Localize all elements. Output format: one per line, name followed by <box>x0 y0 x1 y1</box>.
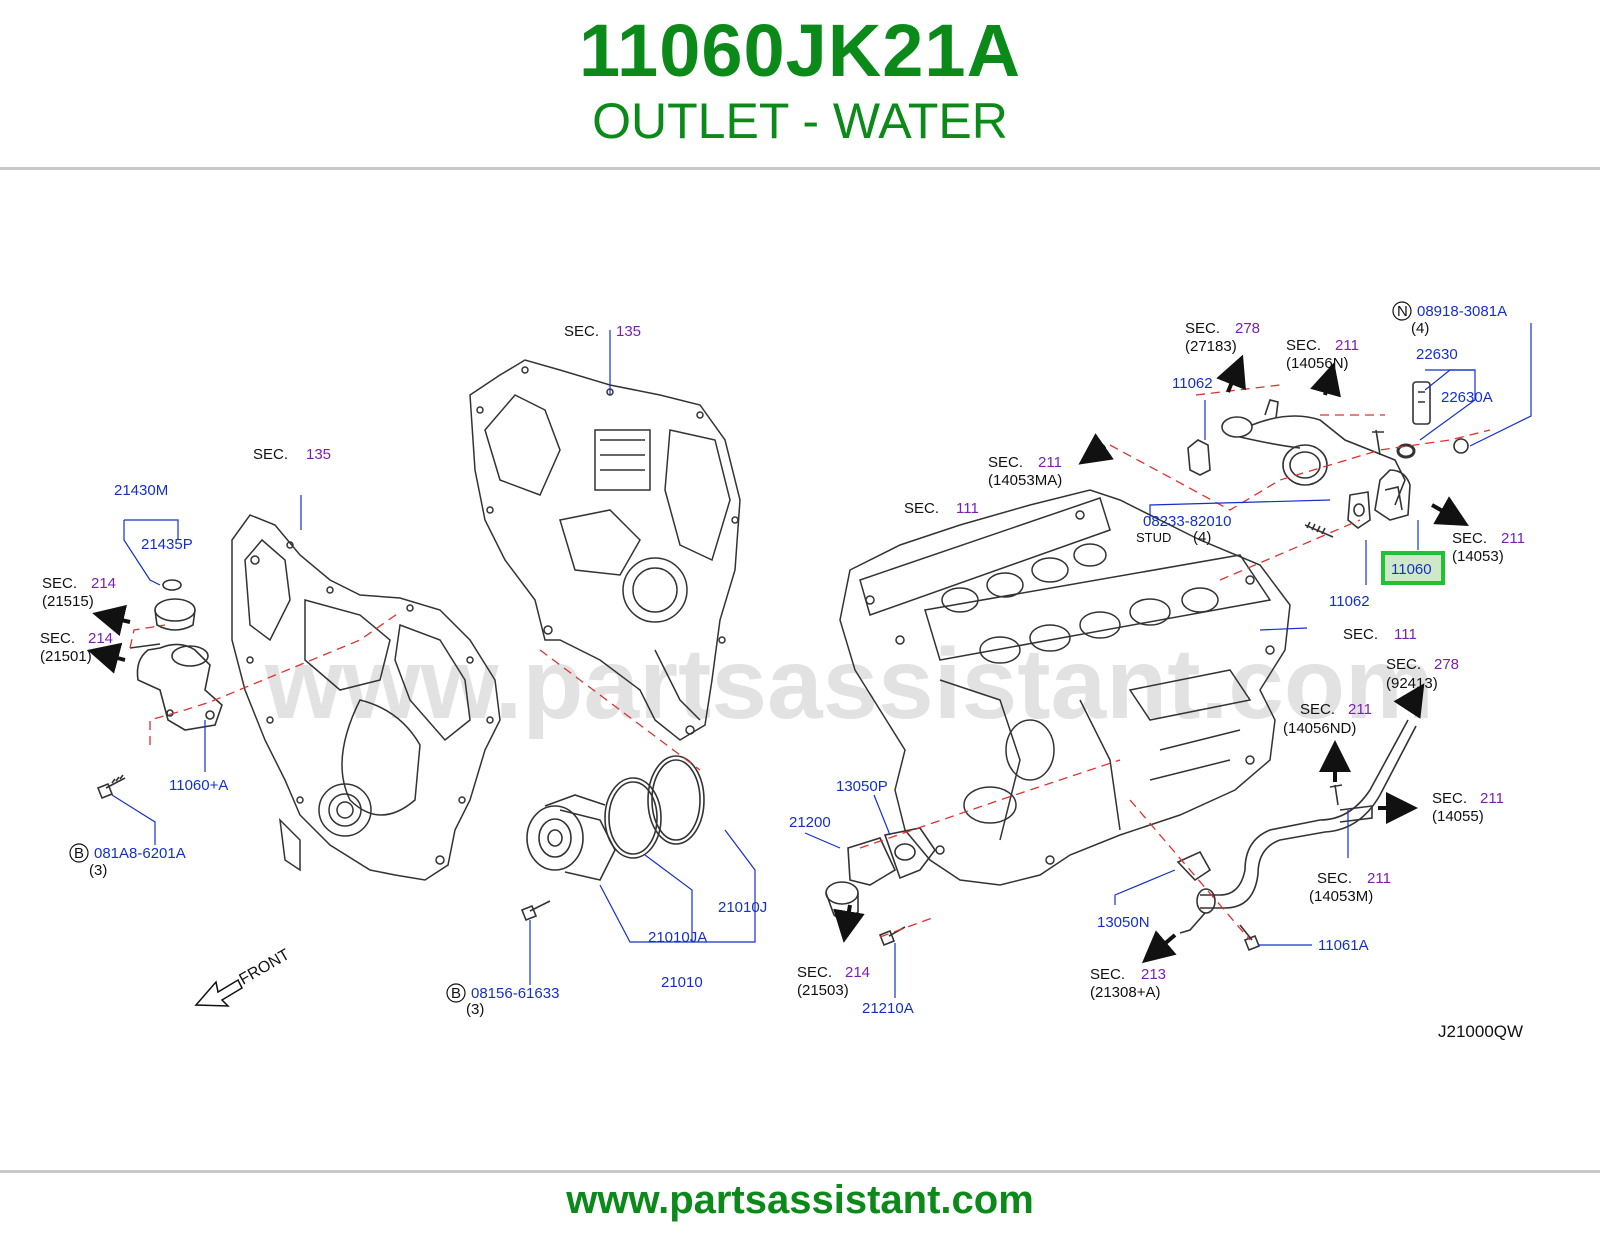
thermostat-housing-drawing <box>96 579 223 800</box>
highlighted-part-box[interactable] <box>1381 551 1445 585</box>
part-description: OUTLET - WATER <box>592 93 1008 149</box>
sec-word: SEC. <box>253 446 288 463</box>
sec-ref: (21308+A) <box>1090 984 1160 1001</box>
water-pump-drawing <box>520 755 705 922</box>
part-21010j-link[interactable]: 21010J <box>718 899 767 916</box>
sec-ref: (92413) <box>1386 675 1438 692</box>
sec-word: SEC. <box>1317 870 1352 887</box>
sec-word: SEC. <box>1185 320 1220 337</box>
sec-word: SEC. <box>797 964 832 981</box>
part-number-title: 11060JK21A <box>578 9 1022 92</box>
sec-word: SEC. <box>1386 656 1421 673</box>
sec-214-21501-link[interactable]: 214 <box>88 630 113 647</box>
sec-278-27183-link[interactable]: 278 <box>1235 320 1260 337</box>
part-13050p-link[interactable]: 13050P <box>836 778 888 795</box>
stud-label: STUD <box>1136 530 1171 545</box>
sec-135-top-link[interactable]: 135 <box>616 323 641 340</box>
sec-214-21503-link[interactable]: 214 <box>845 964 870 981</box>
footer-site-url[interactable]: www.partsassistant.com <box>566 1178 1034 1222</box>
qty-label: (4) <box>1411 320 1429 337</box>
qty-label: (3) <box>466 1001 484 1018</box>
part-22630a-link[interactable]: 22630A <box>1441 389 1493 406</box>
part-13050n-link[interactable]: 13050N <box>1097 914 1150 931</box>
sec-ref: (27183) <box>1185 338 1237 355</box>
part-11061a-link[interactable]: 11061A <box>1318 937 1369 954</box>
sec-word: SEC. <box>564 323 599 340</box>
part-081a8-link[interactable]: 081A8-6201A <box>94 845 186 862</box>
circle-n-marker <box>1392 301 1412 321</box>
sec-111-side-link[interactable]: 111 <box>1394 626 1417 643</box>
water-outlet-drawing <box>1187 381 1469 538</box>
sec-ref: (14056N) <box>1286 355 1349 372</box>
header: 11060JK21A OUTLET - WATER <box>0 0 1600 168</box>
header-divider <box>0 167 1600 170</box>
part-11062-bottom-link[interactable]: 11062 <box>1329 593 1370 610</box>
part-21010-link[interactable]: 21010 <box>661 974 703 991</box>
part-08233-link[interactable]: 08233-82010 <box>1143 513 1231 530</box>
sec-211-14053ma-link[interactable]: 211 <box>1038 454 1062 471</box>
circle-b-marker <box>69 843 89 863</box>
sec-word: SEC. <box>904 500 939 517</box>
sec-111-top-link[interactable]: 111 <box>956 500 979 517</box>
part-21200-link[interactable]: 21200 <box>789 814 831 831</box>
rear-timing-cover-drawing <box>469 359 741 741</box>
sec-211-14053-link[interactable]: 211 <box>1501 530 1525 547</box>
sec-ref: (14053) <box>1452 548 1504 565</box>
sec-211-14056n-link[interactable]: 211 <box>1335 337 1359 354</box>
sec-word: SEC. <box>1300 701 1335 718</box>
part-21010ja-link[interactable]: 21010JA <box>648 929 707 946</box>
sec-ref: (14055) <box>1432 808 1484 825</box>
circle-b-marker <box>446 983 466 1003</box>
water-pipe-drawing <box>1176 719 1417 952</box>
sec-135-left-link[interactable]: 135 <box>306 446 331 463</box>
sec-214-21515-link[interactable]: 214 <box>91 575 116 592</box>
sec-ref: (21503) <box>797 982 849 999</box>
part-08918-link[interactable]: 08918-3081A <box>1417 303 1507 320</box>
part-leaders <box>111 323 1532 998</box>
part-08156-link[interactable]: 08156-61633 <box>471 985 559 1002</box>
qty-label: (3) <box>89 862 107 879</box>
sec-ref: (21501) <box>40 648 92 665</box>
sec-211-14056nd-link[interactable]: 211 <box>1348 701 1372 718</box>
qty-label: (4) <box>1193 529 1211 546</box>
sec-ref: (21515) <box>42 593 94 610</box>
part-21435p-link[interactable]: 21435P <box>141 536 193 553</box>
section-arrows <box>87 354 1469 964</box>
sec-211-14053m-link[interactable]: 211 <box>1367 870 1391 887</box>
sec-word: SEC. <box>988 454 1023 471</box>
alignment-leaders <box>129 384 1491 941</box>
sec-word: SEC. <box>1090 966 1125 983</box>
sec-ref: (14053M) <box>1309 888 1373 905</box>
circle-n-letter: N <box>1397 303 1408 320</box>
part-11062-top-link[interactable]: 11062 <box>1172 375 1213 392</box>
circle-b-letter: B <box>74 845 84 862</box>
sec-word: SEC. <box>1286 337 1321 354</box>
sec-211-14055-link[interactable]: 211 <box>1480 790 1504 807</box>
sec-word: SEC. <box>1452 530 1487 547</box>
sec-278-92413-link[interactable]: 278 <box>1434 656 1459 673</box>
front-label: FRONT <box>237 946 293 988</box>
part-11060a-link[interactable]: 11060+A <box>169 777 228 794</box>
sec-word: SEC. <box>42 575 77 592</box>
part-22630-link[interactable]: 22630 <box>1416 346 1458 363</box>
sec-ref: (14053MA) <box>988 472 1062 489</box>
sec-word: SEC. <box>1343 626 1378 643</box>
circle-b-letter: B <box>451 985 461 1002</box>
footer-divider <box>0 1170 1600 1173</box>
sec-word: SEC. <box>1432 790 1467 807</box>
highlighted-part-11060-link[interactable]: 11060 <box>1391 561 1432 578</box>
part-21430m-link[interactable]: 21430M <box>114 482 168 499</box>
front-direction-arrow <box>194 978 243 1007</box>
part-21210a-link[interactable]: 21210A <box>862 1000 914 1017</box>
engine-block-drawing <box>839 489 1291 886</box>
watermark-text: www.partsassistant.com <box>264 628 1434 740</box>
sec-ref: (14056ND) <box>1283 720 1356 737</box>
sec-213-21308a-link[interactable]: 213 <box>1141 966 1166 983</box>
diagram-code: J21000QW <box>1438 1022 1523 1041</box>
sec-word: SEC. <box>40 630 75 647</box>
front-timing-cover-drawing <box>231 514 501 881</box>
